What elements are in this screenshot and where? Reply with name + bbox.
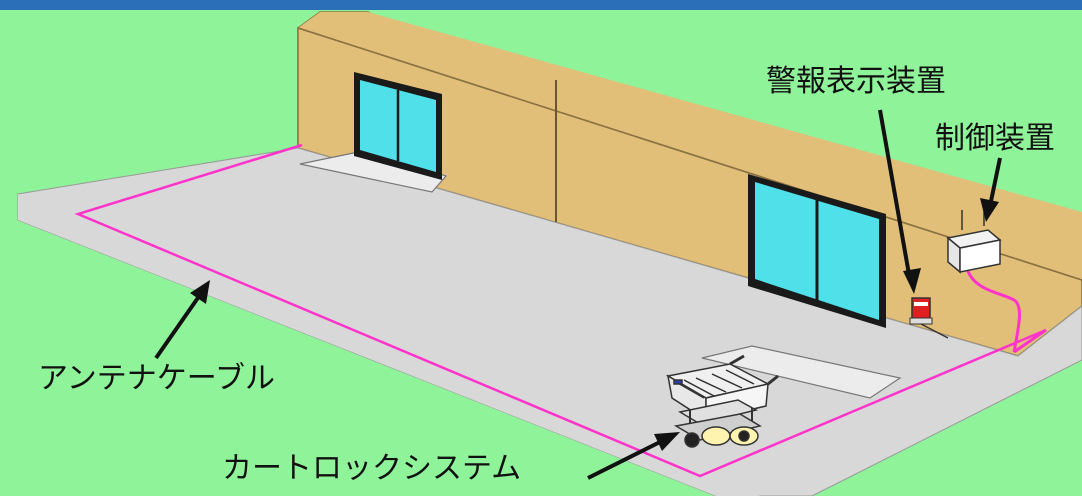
label-antenna-cable: アンテナケーブル — [38, 361, 275, 396]
label-alarm-display: 警報表示装置 — [766, 64, 946, 99]
alarm-lamp-icon — [909, 297, 949, 339]
antenna-cable-riser — [964, 261, 1047, 354]
arrow-cartlock — [587, 432, 680, 480]
cart-lock-device-icon — [684, 426, 759, 448]
antenna-cable-loop — [74, 143, 1047, 478]
label-control-unit: 制御装置 — [935, 121, 1055, 156]
arrow-control — [980, 157, 1002, 222]
store-wall-top — [298, 12, 1082, 280]
door-mat-left — [299, 149, 448, 193]
top-bar — [0, 0, 1082, 10]
control-box-icon — [946, 204, 1002, 274]
arrows — [154, 109, 1002, 480]
arrow-antenna — [154, 280, 210, 360]
label-cart-lock-system: カートロックシステム — [222, 451, 522, 486]
arrow-alarm — [878, 109, 921, 294]
door-mat-right — [701, 345, 902, 399]
